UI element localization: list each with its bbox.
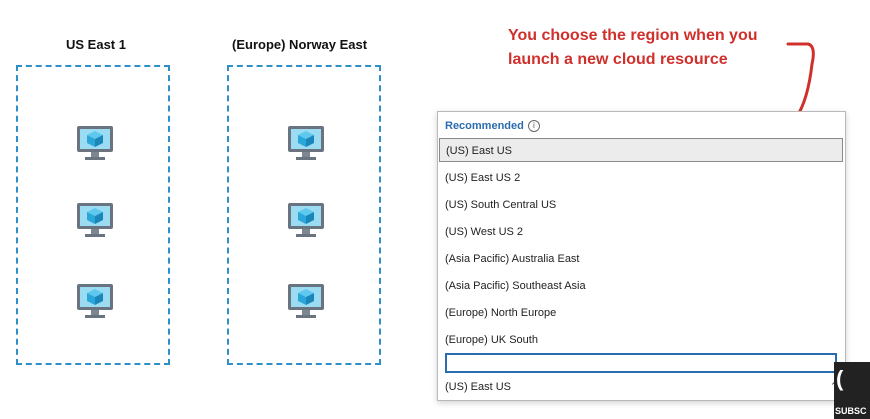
- region-option-north-europe[interactable]: (Europe) North Europe: [445, 307, 557, 319]
- recommended-label: Recommended: [445, 120, 524, 132]
- virtual-machine-icon: [77, 284, 113, 318]
- annotation-line-2: launch a new cloud resource: [508, 51, 728, 68]
- region-option-west-us-2[interactable]: (US) West US 2: [445, 226, 524, 238]
- subscribe-label: SUBSC: [835, 406, 867, 416]
- region-dropdown-panel: Recommended i (US) East US (US) East US …: [437, 111, 846, 401]
- virtual-machine-icon: [77, 126, 113, 160]
- region-select-value[interactable]: (US) East US: [445, 381, 512, 393]
- region-title-norway-east: (Europe) Norway East: [232, 37, 368, 52]
- annotation-line-1: You choose the region when you: [508, 27, 758, 44]
- region-option-east-us[interactable]: (US) East US: [439, 138, 843, 162]
- region-search-input[interactable]: [445, 353, 837, 373]
- virtual-machine-icon: [288, 126, 324, 160]
- region-box-us-east-1: [16, 65, 170, 365]
- region-option-uk-south[interactable]: (Europe) UK South: [445, 334, 538, 346]
- region-option-australia-east[interactable]: (Asia Pacific) Australia East: [445, 253, 580, 265]
- annotation-text: You choose the region when you launch a …: [508, 24, 758, 72]
- virtual-machine-icon: [288, 284, 324, 318]
- region-option-south-central-us[interactable]: (US) South Central US: [445, 199, 557, 211]
- info-icon[interactable]: i: [527, 120, 540, 132]
- channel-logo[interactable]: ( SUBSC: [834, 362, 870, 419]
- recommended-header: Recommended i: [445, 120, 540, 132]
- virtual-machine-icon: [77, 203, 113, 237]
- region-box-norway-east: [227, 65, 381, 365]
- region-option-east-us-2[interactable]: (US) East US 2: [445, 172, 521, 184]
- channel-mark-icon: (: [836, 366, 844, 391]
- virtual-machine-icon: [288, 203, 324, 237]
- region-option-southeast-asia[interactable]: (Asia Pacific) Southeast Asia: [445, 280, 586, 292]
- region-title-us-east-1: US East 1: [66, 37, 126, 52]
